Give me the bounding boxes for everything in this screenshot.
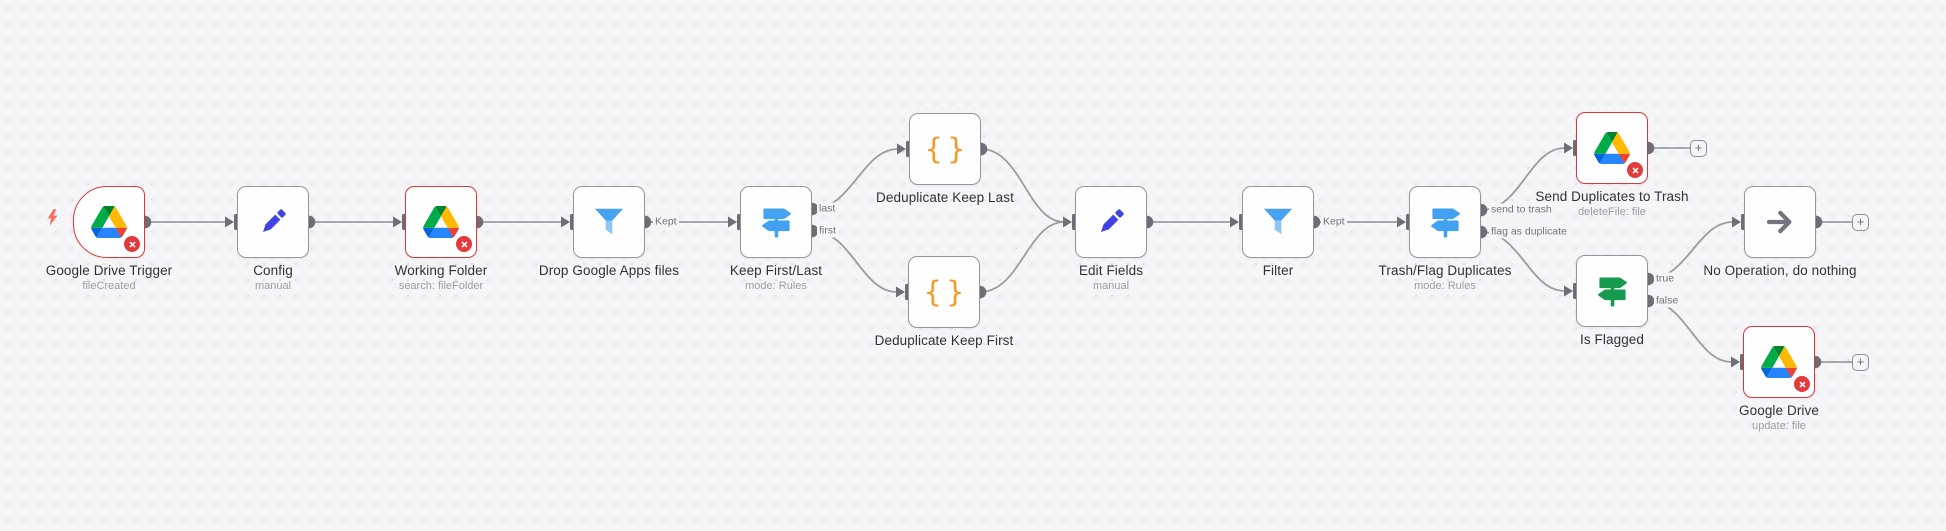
- node-filter[interactable]: Filter: [1242, 186, 1314, 278]
- pencil-icon: [256, 205, 290, 239]
- error-badge: [124, 236, 140, 252]
- input-handles[interactable]: [225, 140, 1746, 370]
- error-badge: [1627, 162, 1643, 178]
- x-icon: [128, 240, 137, 249]
- node-deduplicate-keep-last[interactable]: {} Deduplicate Keep Last: [876, 113, 1014, 205]
- connection-label-first: first: [817, 224, 838, 238]
- node-drop-google-apps-files[interactable]: Drop Google Apps files: [539, 186, 679, 278]
- connection-label-last: last: [817, 202, 838, 216]
- code-braces-icon: {}: [924, 131, 970, 166]
- x-icon: [1631, 166, 1640, 175]
- add-node-button[interactable]: +: [1690, 139, 1707, 157]
- funnel-icon: [591, 204, 627, 240]
- connection-label-false: false: [1654, 294, 1681, 308]
- node-no-operation[interactable]: No Operation, do nothing: [1703, 186, 1857, 278]
- connection-label-true: true: [1654, 272, 1677, 286]
- connection-label-kept: Kept: [1321, 215, 1347, 229]
- code-braces-icon: {}: [923, 274, 969, 309]
- trigger-bolt-icon: [46, 209, 59, 226]
- funnel-icon: [1260, 204, 1296, 240]
- x-icon: [460, 240, 469, 249]
- x-icon: [1798, 380, 1807, 389]
- switch-icon: [1594, 273, 1631, 310]
- error-badge: [456, 236, 472, 252]
- google-drive-icon: [91, 206, 127, 238]
- error-badge: [1794, 376, 1810, 392]
- connection-label-flag-as-duplicate: flag as duplicate: [1489, 225, 1569, 239]
- add-node-button[interactable]: +: [1852, 353, 1869, 371]
- pencil-icon: [1094, 205, 1128, 239]
- google-drive-icon: [1594, 132, 1630, 164]
- arrow-right-icon: [1763, 205, 1797, 239]
- node-deduplicate-keep-first[interactable]: {} Deduplicate Keep First: [875, 256, 1013, 348]
- switch-icon: [1427, 204, 1464, 241]
- connection-label-send-to-trash: send to trash: [1489, 203, 1554, 217]
- google-drive-icon: [423, 206, 459, 238]
- add-node-button[interactable]: +: [1852, 213, 1869, 231]
- node-is-flagged[interactable]: Is Flagged: [1576, 255, 1648, 347]
- connection-label-kept: Kept: [653, 215, 679, 229]
- google-drive-icon: [1761, 346, 1797, 378]
- switch-icon: [758, 204, 795, 241]
